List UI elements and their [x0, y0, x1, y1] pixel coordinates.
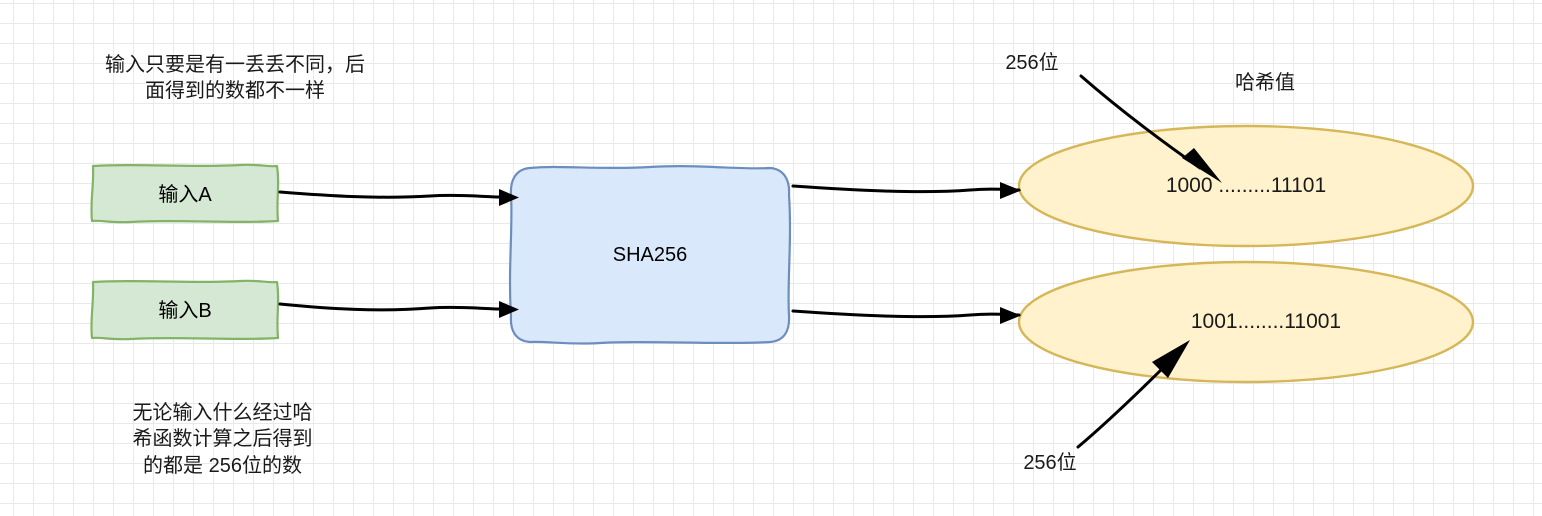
arrow-input-b-to-sha256 — [278, 301, 519, 318]
bits-label-bottom: 256位 — [1023, 452, 1077, 474]
note-top-left: 输入只要是有一丢丢不同，后 面得到的数都不一样 — [105, 54, 365, 103]
arrow-sha256-to-output-top — [791, 182, 1021, 199]
arrow-bits-bottom — [1076, 340, 1190, 449]
arrow-input-a-to-sha256 — [278, 189, 519, 206]
input-b-label: 输入B — [158, 300, 212, 322]
output-hash-top: 1000 .........11101 — [1165, 174, 1327, 197]
output-hash-bottom: 1001........11001 — [1190, 310, 1342, 333]
bits-label-top: 256位 — [1005, 52, 1059, 74]
arrow-sha256-to-output-bottom — [791, 307, 1021, 324]
note-bottom-left: 无论输入什么经过哈 希函数计算之后得到 的都是 256位的数 — [132, 402, 313, 477]
hash-value-title: 哈希值 — [1235, 72, 1295, 94]
sha256-label: SHA256 — [612, 244, 688, 266]
input-a-label: 输入A — [158, 184, 212, 206]
